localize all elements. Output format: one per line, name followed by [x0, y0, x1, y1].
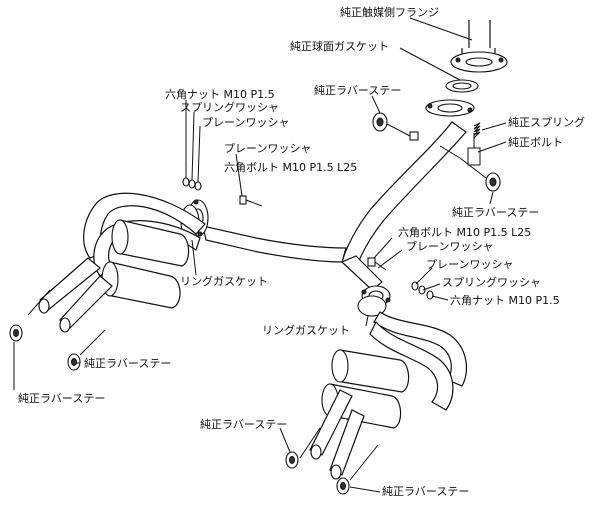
- label-rubber-stay-ll-1: 純正ラバーステー: [18, 392, 105, 405]
- label-nut-right: 六角ナット M10 P1.5: [450, 294, 560, 307]
- label-plain-washer-right-1: プレーンワッシャ: [406, 240, 493, 253]
- label-ring-gasket-left: リングガスケット: [180, 274, 268, 288]
- left-rear-muffler: [27, 192, 206, 356]
- label-rubber-stay-top: 純正ラバーステー: [314, 84, 401, 97]
- label-spring-washer-left: スプリングワッシャ: [180, 100, 279, 114]
- label-sphere-gasket: 純正球面ガスケット: [290, 39, 389, 53]
- label-genuine-bolt: 純正ボルト: [508, 136, 563, 149]
- label-nut-left: 六角ナット M10 P1.5: [165, 88, 275, 101]
- nut-washer-stack-right: [411, 281, 434, 300]
- rubber-stay-rb-2: [336, 477, 350, 495]
- labels: 純正触媒側フランジ 純正球面ガスケット 純正ラバーステー 六角ナット M10 P…: [18, 5, 585, 498]
- label-bolt-right: 六角ボルト M10 P1.5 L25: [398, 226, 531, 239]
- front-pipe-flange: [425, 99, 475, 117]
- label-rubber-stay-rb-2: 純正ラバーステー: [382, 485, 469, 498]
- label-plain-washer-left-1: プレーンワッシャ: [202, 116, 289, 129]
- label-spring: 純正スプリング: [508, 115, 585, 129]
- catalyst-flange: [450, 20, 508, 73]
- right-rear-muffler: [299, 311, 468, 481]
- label-ring-gasket-right: リングガスケット: [262, 323, 350, 337]
- rubber-stay-right: [439, 145, 501, 192]
- rubber-stay-top: [372, 112, 419, 141]
- rubber-stay-left-2: [67, 353, 81, 371]
- label-plain-washer-right-2: プレーンワッシャ: [426, 258, 513, 271]
- leader-lines: [13, 17, 507, 493]
- rubber-stay-left-1: [9, 324, 23, 342]
- label-cat-flange: 純正触媒側フランジ: [340, 5, 439, 19]
- nut-washer-stack-left: [182, 177, 202, 191]
- label-plain-washer-left-2: プレーンワッシャ: [224, 142, 311, 155]
- label-rubber-stay-ll-2: 純正ラバーステー: [84, 357, 171, 370]
- spherical-gasket: [445, 79, 479, 93]
- label-bolt-left: 六角ボルト M10 P1.5 L25: [224, 161, 357, 174]
- genuine-spring: [467, 122, 481, 166]
- rubber-stay-rb-1: [285, 451, 299, 469]
- label-rubber-stay-right: 純正ラバーステー: [452, 206, 539, 219]
- bolt-left: [239, 195, 263, 207]
- label-spring-washer-right: スプリングワッシャ: [442, 275, 541, 289]
- right-joint-flange: [357, 285, 391, 317]
- label-rubber-stay-rb-1: 純正ラバーステー: [200, 418, 287, 431]
- front-y-pipe: [202, 121, 467, 291]
